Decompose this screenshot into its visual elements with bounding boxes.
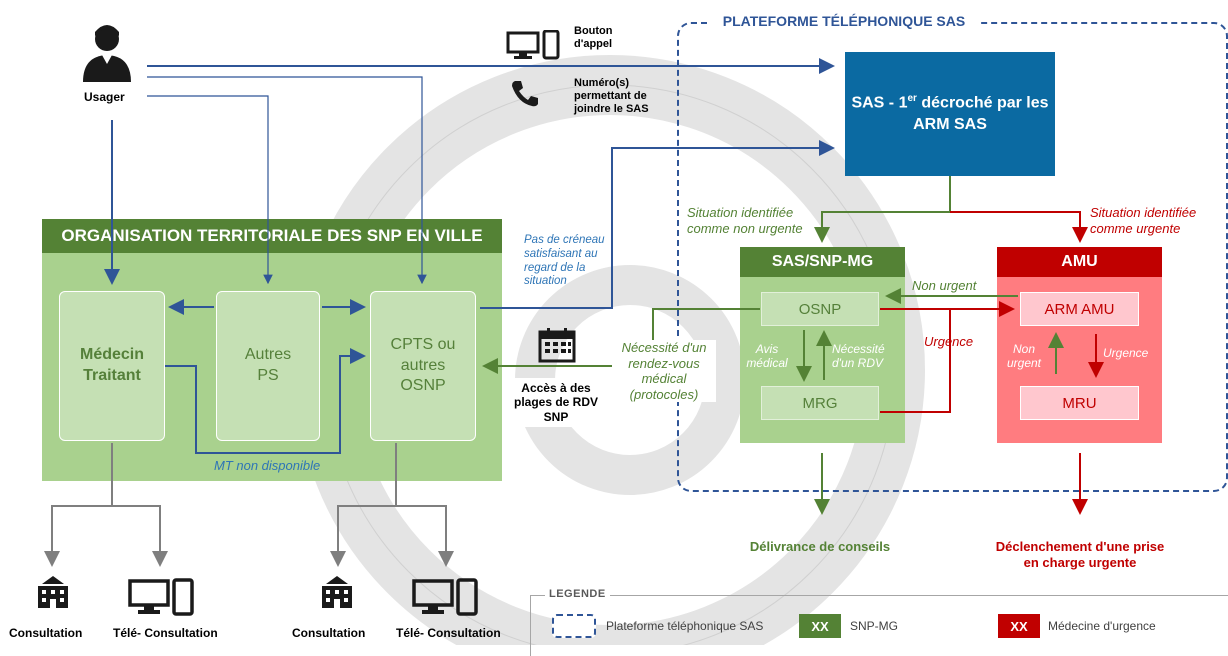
legend-sas-label: Plateforme téléphonique SAS (606, 619, 764, 633)
sas-box-line1-prefix: SAS - 1 (851, 94, 908, 112)
sas-box-line2: ARM SAS (913, 116, 987, 134)
cpts-label: CPTS ou autres OSNP (390, 335, 456, 395)
arm-amu-box: ARM AMU (1020, 292, 1139, 326)
osnp-box: OSNP (761, 292, 879, 326)
mrg-box: MRG (761, 386, 879, 420)
autres-ps-label: Autres PS (244, 346, 292, 384)
mru-box: MRU (1020, 386, 1139, 420)
mt-non-disponible-label: MT non disponible (214, 458, 321, 473)
situation-urgente-note: Situation identifiée comme urgente (1090, 205, 1197, 236)
consultation-label-1: Consultation (9, 626, 83, 640)
computer-phone-icon (128, 578, 194, 616)
computer-phone-icon (506, 30, 560, 60)
sas-box-line1-suffix: décroché par les (916, 94, 1049, 112)
pas-de-creneau-note: Pas de créneau satisfaisant au regard de… (524, 234, 605, 288)
legend-amu-label: Médecine d'urgence (1048, 619, 1156, 633)
legend-title: LEGENDE (545, 588, 610, 602)
organisation-title: ORGANISATION TERRITORIALE DES SNP EN VIL… (42, 219, 502, 253)
cpts-box: CPTS ou autres OSNP (370, 291, 476, 441)
consultation-label-2: Consultation (292, 626, 366, 640)
necessite-rendez-vous-note: Nécessité d'un rendez-vous médical (prot… (612, 340, 716, 403)
acces-plages-label: Accès à des plages de RDV SNP (510, 378, 602, 428)
computer-phone-icon (412, 578, 478, 616)
hospital-icon (38, 576, 68, 608)
usager-label: Usager (84, 90, 125, 104)
avis-medical-label: Avis médical (746, 342, 788, 371)
legend-sas-swatch (552, 614, 596, 638)
phone-handset-icon (512, 81, 538, 107)
non-urgent-note: Non urgent (912, 278, 977, 293)
snp-mg-title: SAS/SNP-MG (740, 247, 905, 277)
legend-snp-swatch: XX (799, 614, 841, 638)
medecin-traitant-box: Médecin Traitant (59, 291, 165, 441)
autres-ps-box: Autres PS (216, 291, 320, 441)
medecin-traitant-label: Médecin Traitant (79, 346, 144, 384)
amu-title: AMU (997, 247, 1162, 277)
sas-platform-title: PLATEFORME TÉLÉPHONIQUE SAS (708, 8, 980, 34)
hospital-icon (322, 576, 352, 608)
legend-snp-label: SNP-MG (850, 619, 898, 633)
amu-non-urgent-label: Non urgent (1006, 342, 1042, 371)
legend-frame (530, 595, 1228, 656)
calendar-icon (538, 328, 576, 363)
delivrance-conseils-label: Délivrance de conseils (749, 539, 891, 554)
situation-non-urgente-note: Situation identifiée comme non urgente (687, 205, 803, 236)
sas-box-line1-sup: er (907, 93, 917, 105)
amu-urgence-label: Urgence (1103, 346, 1149, 360)
necessite-rdv-snp-label: Nécessité d'un RDV (832, 342, 885, 371)
teleconsultation-label-2: Télé- Consultation (396, 626, 501, 640)
teleconsultation-label-1: Télé- Consultation (113, 626, 218, 640)
legend-amu-swatch: XX (998, 614, 1040, 638)
sas-decroche-box: SAS - 1er décroché par les ARM SAS (845, 52, 1055, 176)
urgence-note: Urgence (924, 334, 974, 349)
bouton-appel-label: Bouton d'appel (574, 25, 613, 51)
numero-label: Numéro(s) permettant de joindre le SAS (574, 77, 649, 116)
usager-icon (83, 25, 131, 82)
prise-en-charge-urgente-label: Déclenchement d'une prise en charge urge… (995, 539, 1165, 570)
